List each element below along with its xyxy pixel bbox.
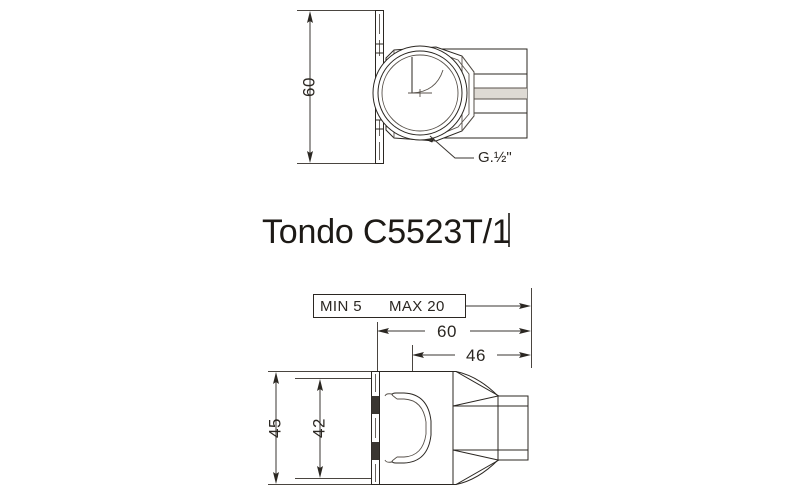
dim-60-horizontal: 60 bbox=[377, 322, 531, 341]
taper-curve-bottom bbox=[455, 459, 499, 485]
circle-mid bbox=[377, 50, 463, 136]
top-view-group: 60 bbox=[297, 10, 528, 166]
dim-42-vertical: 42 bbox=[309, 379, 328, 478]
dim-label-45: 45 bbox=[265, 418, 284, 438]
arrow-up bbox=[307, 11, 313, 23]
thread-callout-label: G.½" bbox=[478, 149, 512, 166]
dim-60-arrow-right bbox=[519, 328, 531, 334]
note-box-outline bbox=[313, 294, 466, 318]
body-bore-shade bbox=[455, 88, 527, 99]
note-arrow-right bbox=[519, 303, 531, 309]
collar-right-face bbox=[461, 55, 475, 132]
note-min-label: MIN 5 bbox=[320, 298, 362, 315]
page-title: Tondo C5523T/1 bbox=[262, 213, 511, 251]
circle-inner bbox=[381, 54, 459, 132]
cavity-tick-bottom bbox=[391, 456, 398, 462]
title-group: Tondo C5523T/1 bbox=[262, 213, 511, 251]
section-plate-mark-2 bbox=[371, 442, 380, 460]
dim-42-arrow-up bbox=[317, 379, 323, 391]
cartridge-circles bbox=[372, 45, 468, 141]
bottom-view-group: MIN 5 MAX 20 60 46 bbox=[265, 288, 532, 485]
dim-46-arrow-left bbox=[412, 352, 424, 358]
callout-leader bbox=[429, 135, 474, 159]
dim-45-arrow-down bbox=[273, 472, 279, 484]
cavity-tick-top bbox=[391, 394, 398, 400]
cavity-lip-top bbox=[384, 393, 393, 397]
cavity-lip-bottom bbox=[384, 459, 393, 463]
dim-60-vertical-top: 60 bbox=[297, 10, 378, 164]
wall-thickness-note-group: MIN 5 MAX 20 bbox=[313, 294, 531, 318]
dim-label-42: 42 bbox=[309, 418, 328, 438]
dim-45-arrow-up bbox=[273, 372, 279, 384]
section-body-group bbox=[371, 371, 529, 485]
dim-60-arrow-left bbox=[377, 328, 389, 334]
arrow-down bbox=[307, 151, 313, 163]
dim-label-46: 46 bbox=[466, 346, 486, 365]
section-plate-mark-1 bbox=[371, 396, 380, 414]
thread-callout-group: G.½" bbox=[429, 135, 512, 166]
section-right-body bbox=[497, 395, 529, 461]
flange-mark-upper bbox=[375, 43, 384, 54]
taper-curve-top bbox=[455, 371, 499, 397]
taper-edge-top bbox=[452, 395, 499, 407]
dim-46-arrow-right bbox=[519, 352, 531, 358]
dim-label-60-bottom: 60 bbox=[437, 322, 457, 341]
flange-mark-lower bbox=[375, 119, 384, 130]
dim-46-horizontal: 46 bbox=[412, 346, 531, 365]
note-max-label: MAX 20 bbox=[389, 298, 445, 315]
dim-45-vertical: 45 bbox=[265, 372, 284, 484]
dim-label-60-top: 60 bbox=[299, 77, 318, 97]
taper-edge-bottom bbox=[452, 449, 499, 461]
dim-42-arrow-down bbox=[317, 466, 323, 478]
cavity-outer bbox=[391, 392, 432, 464]
cavity-inner bbox=[397, 398, 427, 458]
